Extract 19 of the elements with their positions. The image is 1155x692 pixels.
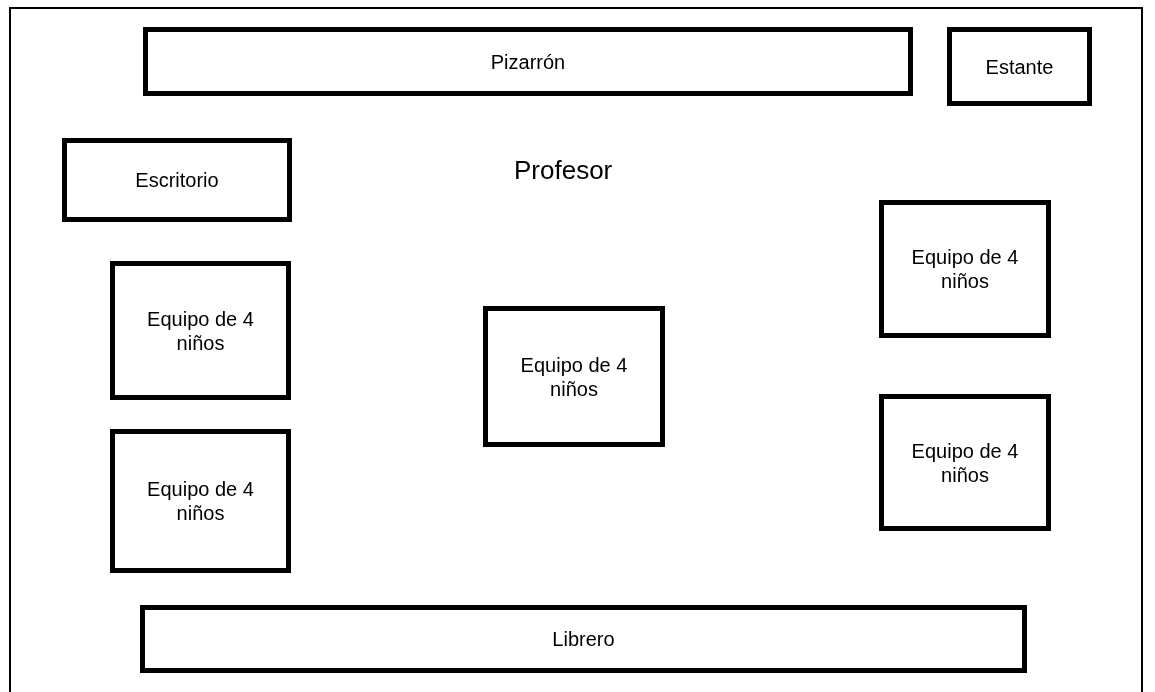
furniture-box xyxy=(110,261,291,400)
box-label: Librero xyxy=(551,627,616,651)
furniture-box xyxy=(879,200,1051,338)
furniture-box xyxy=(140,605,1027,673)
box-label: Equipo de 4 niños xyxy=(146,306,255,355)
box-label: Equipo de 4 niños xyxy=(519,352,629,401)
furniture-box xyxy=(483,306,665,447)
furniture-box xyxy=(110,429,291,573)
box-label: Pizarrón xyxy=(489,49,567,74)
box-label: Equipo de 4 niños xyxy=(910,245,1020,293)
box-label: Escritorio xyxy=(134,168,220,192)
box-label: Equipo de 4 niños xyxy=(146,477,255,525)
furniture-box xyxy=(947,27,1092,106)
furniture-box xyxy=(879,394,1051,531)
box-label: Estante xyxy=(984,54,1055,79)
furniture-box xyxy=(62,138,292,222)
box-label: Equipo de 4 niños xyxy=(910,438,1020,487)
area-label: Profesor xyxy=(514,155,613,186)
furniture-box xyxy=(143,27,913,96)
